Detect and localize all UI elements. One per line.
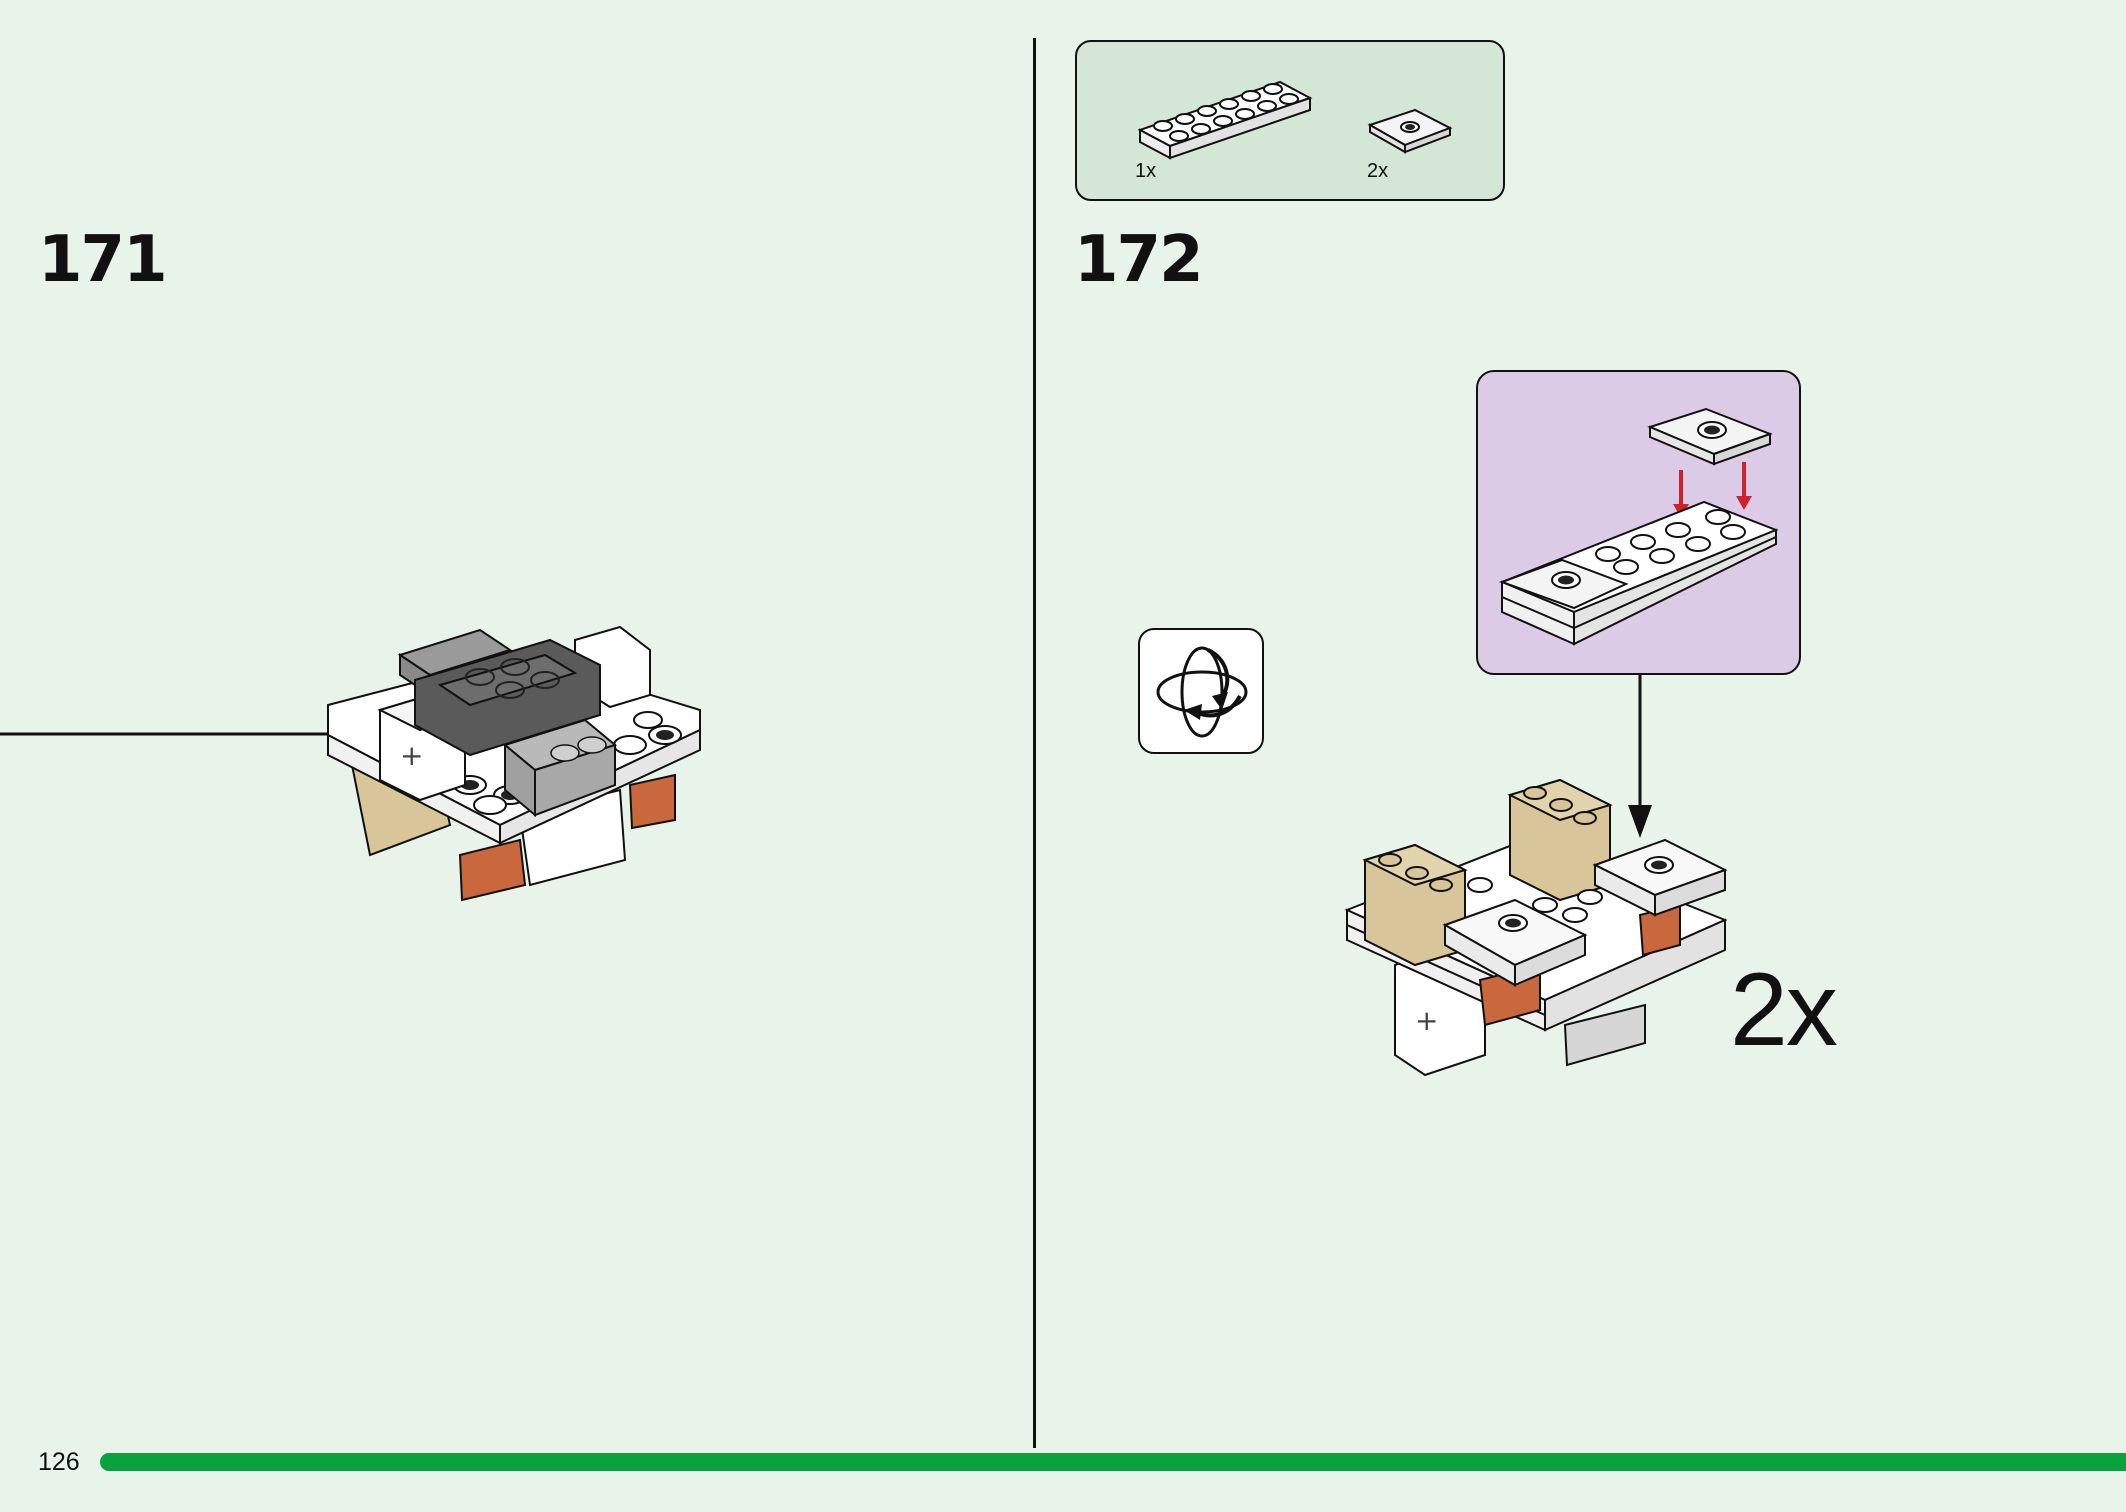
step-172-model: + [1344, 778, 1728, 1077]
step-number-172: 172 [1074, 223, 1204, 297]
parts-list-box: 1x 2x [1075, 40, 1505, 201]
build-multiplier: 2x [1730, 952, 1838, 1068]
rotate-model-icon [1138, 628, 1264, 754]
progress-bar [100, 1453, 2126, 1471]
step-171-model: + [327, 625, 701, 902]
page-divider [1033, 38, 1036, 1448]
svg-text:+: + [400, 739, 423, 772]
sub-assembly-illustration [1499, 407, 1779, 646]
sub-assembly-callout [1476, 370, 1801, 675]
part-quantity-plate: 1x [1135, 160, 1157, 182]
part-white-plate-2x6 [1137, 80, 1313, 160]
part-white-tile-center-stud [1367, 108, 1453, 154]
part-quantity-tile: 2x [1367, 160, 1389, 182]
page-number: 126 [38, 1448, 80, 1476]
rotate-arrows-icon [1156, 646, 1248, 738]
step-number-171: 171 [38, 223, 168, 297]
svg-text:+: + [1415, 1004, 1438, 1037]
